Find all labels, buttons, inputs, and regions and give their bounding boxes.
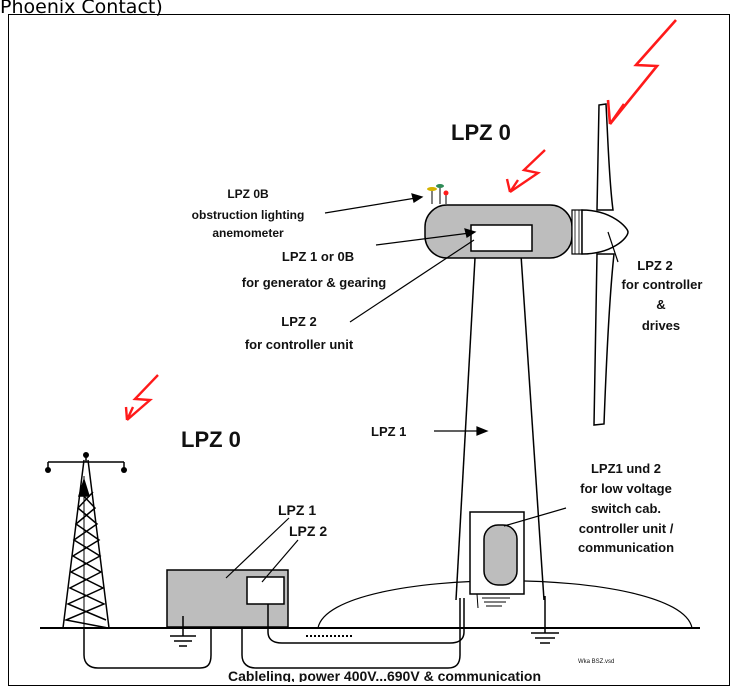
- lpz0b-anemometer-label: anemometer: [212, 226, 284, 240]
- lightning-bolt-icon: [124, 406, 135, 421]
- lpz1-tower-label: LPZ 1: [371, 424, 406, 439]
- lightning-bolt-icon: [509, 149, 546, 193]
- lpz2-controller-desc: for controller unit: [245, 337, 354, 352]
- lpz1-2-line4: controller unit /: [579, 521, 674, 536]
- lightning-bolt-icon: [126, 374, 159, 421]
- lightning-bolt-icon: [606, 99, 626, 125]
- lpz1-2-line2: for low voltage: [580, 481, 672, 496]
- underground-cables: [83, 598, 465, 669]
- lpz2-controller-title: LPZ 2: [281, 314, 316, 329]
- lightning-bolt-icon: [608, 19, 677, 125]
- lpz2-box-label: LPZ 2: [289, 523, 327, 539]
- lpz0b-title: LPZ 0B: [227, 187, 269, 201]
- lpz2-hub-drives: drives: [642, 318, 680, 333]
- ground-symbol-tower: [531, 596, 559, 644]
- rotor-blade-upper: [596, 103, 614, 211]
- bottom-caption: Cableling, power 400V...690V & communica…: [228, 668, 541, 682]
- obstruction-lights-icon: [427, 184, 449, 204]
- page-caption: Phoenix Contact): [0, 0, 163, 18]
- lpz0-label-bottom: LPZ 0: [181, 427, 241, 452]
- lpz1-generator-title: LPZ 1 or 0B: [282, 249, 354, 264]
- wind-tower: [455, 239, 545, 601]
- lpz1-2-title: LPZ1 und 2: [591, 461, 661, 476]
- lpz2-hub-title: LPZ 2: [637, 258, 672, 273]
- lightning-bolt-icon: [505, 178, 519, 193]
- substation-controller-box: [246, 576, 285, 605]
- lpz2-hub-desc: for controller: [622, 277, 703, 292]
- lpz1-2-line5: communication: [578, 540, 674, 555]
- rotor-hub: [571, 209, 629, 255]
- rotor-blade-lower: [593, 253, 615, 426]
- power-pylon: [47, 455, 125, 629]
- lpz1-2-line3: switch cab.: [591, 501, 661, 516]
- pylon-insulators: [45, 452, 127, 473]
- cabinet-stairs: [476, 593, 514, 609]
- ground-symbol-building: [170, 616, 196, 647]
- lpz2-hub-amp: &: [656, 297, 665, 312]
- lpz1-generator-desc: for generator & gearing: [242, 275, 387, 290]
- file-label: Wka BSZ.vsd: [578, 659, 614, 665]
- callout-arrows: [225, 193, 619, 583]
- controller-unit-box: [470, 224, 533, 252]
- lpz0b-obstruction-label: obstruction lighting: [192, 208, 305, 222]
- lpz1-box-label: LPZ 1: [278, 502, 316, 518]
- lpz0-label-top: LPZ 0: [451, 120, 511, 145]
- switch-cabinet: [483, 524, 518, 586]
